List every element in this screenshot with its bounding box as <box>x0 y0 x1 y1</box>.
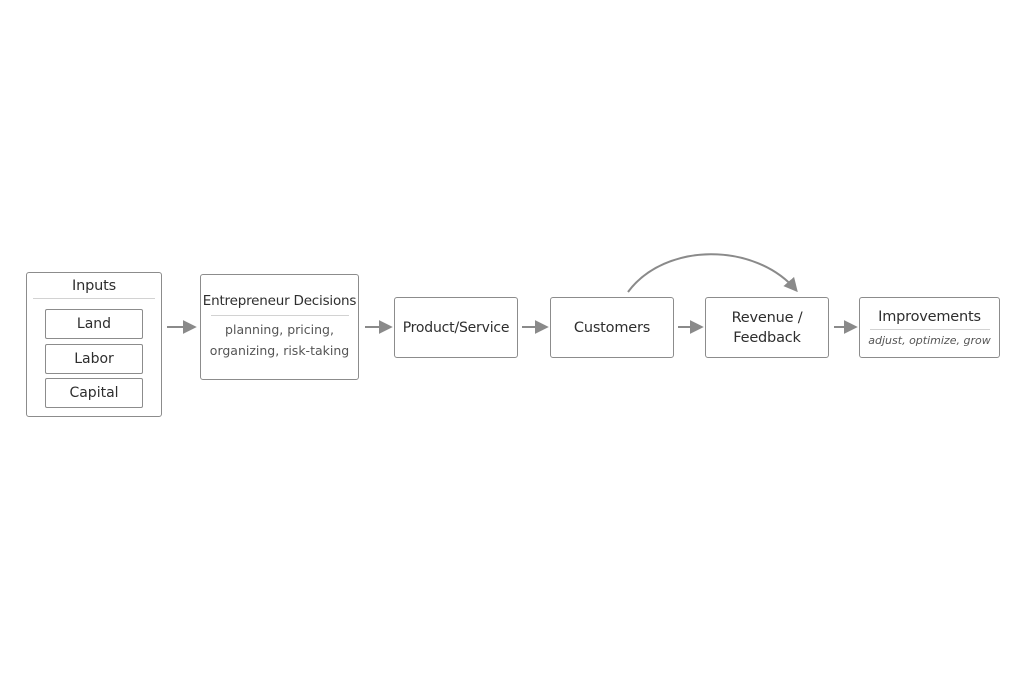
entrepreneur-details-line1: planning, pricing, <box>225 322 334 337</box>
input-labor: Labor <box>45 344 143 374</box>
entrepreneur-details-line2: organizing, risk-taking <box>209 343 350 358</box>
improvements-title: Improvements <box>878 308 981 325</box>
arrow-customers-to-revenue-curved <box>627 253 798 293</box>
customers-title: Customers <box>573 319 651 336</box>
product-service-title: Product/Service <box>402 319 510 336</box>
improvements-box: Improvements adjust, optimize, grow <box>859 297 1000 358</box>
entrepreneur-divider <box>210 315 349 316</box>
customers-box: Customers <box>550 297 674 358</box>
revenue-feedback-box: Revenue / Feedback <box>705 297 829 358</box>
improvements-divider <box>869 328 990 330</box>
inputs-divider <box>33 298 155 299</box>
input-capital: Capital <box>45 378 143 408</box>
product-service-box: Product/Service <box>394 297 518 358</box>
revenue-line2: Feedback <box>733 329 801 346</box>
inputs-title: Inputs <box>72 278 116 294</box>
input-land: Land <box>45 309 143 339</box>
revenue-line1: Revenue / <box>731 309 803 326</box>
entrepreneur-decisions-title: Entrepreneur Decisions <box>202 293 357 309</box>
improvements-subtitle: adjust, optimize, grow <box>868 333 991 347</box>
entrepreneur-decisions-box: Entrepreneur Decisions planning, pricing… <box>200 274 359 380</box>
